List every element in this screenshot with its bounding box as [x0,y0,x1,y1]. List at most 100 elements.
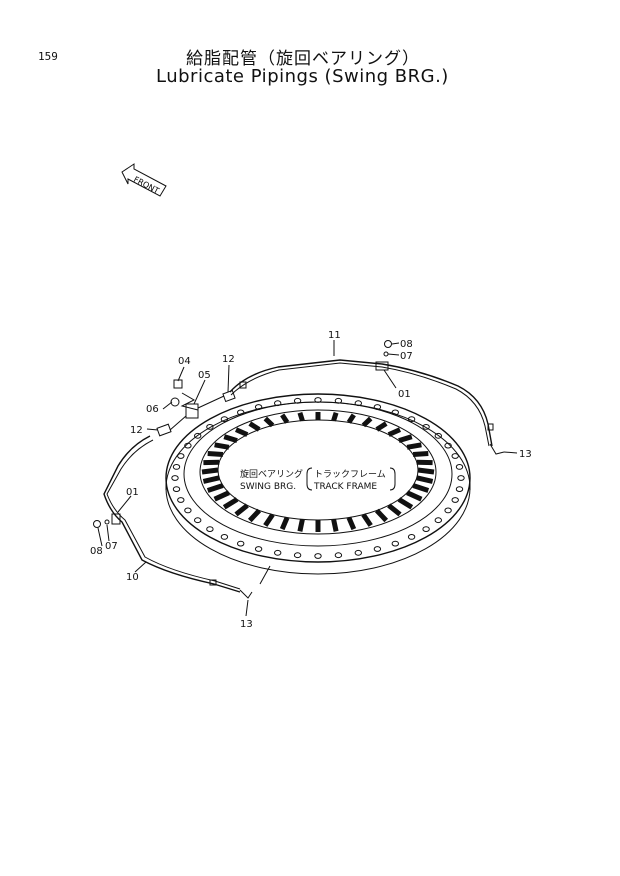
bolt-hole [373,404,382,410]
gear-tooth [412,451,429,457]
gear-tooth [346,516,357,531]
gear-tooth [222,497,239,510]
gear-tooth [223,434,238,443]
bolt-hole [171,475,179,481]
front-label: FRONT [132,175,160,196]
callout-01-lower: 01 [126,487,139,498]
gear-teeth [201,411,435,532]
bolt-hole [184,507,192,514]
bolt-hole [457,475,465,481]
gear-tooth [397,497,414,510]
callout-08-upper: 08 [400,339,413,350]
bracket-left [306,467,313,491]
gear-tooth [375,421,388,432]
bolt-hole [391,540,399,547]
gear-tooth [361,513,373,527]
bolt-hole [206,424,214,430]
bolt-hole [206,526,214,532]
bolt-hole [444,507,452,514]
fittings [93,340,505,599]
gear-tooth [412,483,430,493]
bolt-hole [334,552,343,559]
callout-labels: 11 08 07 01 04 05 12 06 12 13 01 08 07 1… [90,330,532,630]
bolt-hole [220,416,229,423]
bolt-hole [177,453,185,459]
bolt-hole [407,416,416,423]
gear-tooth [387,427,402,437]
bolt-hole [194,517,202,524]
gear-tooth [207,451,224,457]
bolt-hole [172,486,181,493]
bolt-hole [274,549,282,556]
bolt-holes [171,397,465,559]
gear-tooth [248,421,261,432]
gear-tooth [417,467,435,475]
pipe-10 [103,435,241,593]
bolt-hole [354,549,362,556]
gear-tooth [201,467,219,475]
bolt-hole [455,464,464,470]
bolt-hole [407,534,416,540]
gear-tooth [331,518,339,532]
gear-tooth [234,503,249,517]
gear-tooth [214,442,230,450]
leader-lines [97,340,518,617]
callout-10: 10 [126,572,139,583]
callout-05: 05 [198,370,211,381]
gear-tooth [406,490,423,502]
bolt-hole [451,453,459,459]
callout-07-upper: 07 [400,351,413,362]
bolt-hole [194,432,202,439]
callout-13-right: 13 [519,449,532,460]
bolt-hole [422,424,430,430]
gear-tooth [297,411,305,422]
bolt-hole [177,497,185,503]
bolt-hole [314,397,322,403]
bolt-hole [274,400,282,407]
bolt-hole [434,432,442,439]
gear-tooth [263,513,275,527]
gear-tooth [346,413,356,424]
gear-tooth [206,483,224,493]
bolt-hole [184,442,192,449]
gear-tooth [331,411,339,422]
swing-bearing-ring [165,393,471,575]
gear-tooth [416,475,434,484]
callout-07-lower: 07 [105,541,118,552]
callout-01-upper: 01 [398,389,411,400]
front-arrow-icon: FRONT [121,163,167,197]
bolt-hole [434,517,442,524]
bolt-hole [444,442,452,449]
gear-tooth [387,503,402,517]
bolt-hole [334,397,343,404]
gear-tooth [374,508,389,523]
bolt-hole [254,546,263,552]
bolt-hole [391,409,399,416]
track-frame-ja: トラックフレーム [314,469,386,480]
gear-tooth [234,427,249,437]
page-number: 159 [38,50,58,63]
pipe-11 [229,359,493,447]
bolt-hole [451,497,459,503]
gear-tooth [280,413,290,424]
bolt-hole [237,409,245,416]
gear-tooth [202,475,220,484]
bolt-hole [422,526,430,532]
gear-tooth [406,442,422,450]
callout-13-bottom: 13 [240,619,253,630]
swing-brg-en: SWING BRG. [240,482,296,492]
bolt-hole [293,397,302,404]
gear-tooth [398,434,413,443]
gear-tooth [247,508,262,523]
swing-brg-ja: 旋回ベアリング [240,468,303,480]
bolt-hole [293,552,302,559]
gear-tooth [361,416,373,428]
bolt-hole [220,534,229,540]
callout-08-lower: 08 [90,546,103,557]
callout-12-upper: 12 [222,354,235,365]
bolt-hole [237,540,245,547]
bolt-hole [354,400,362,407]
bolt-hole [172,464,181,470]
gear-tooth [263,416,275,428]
